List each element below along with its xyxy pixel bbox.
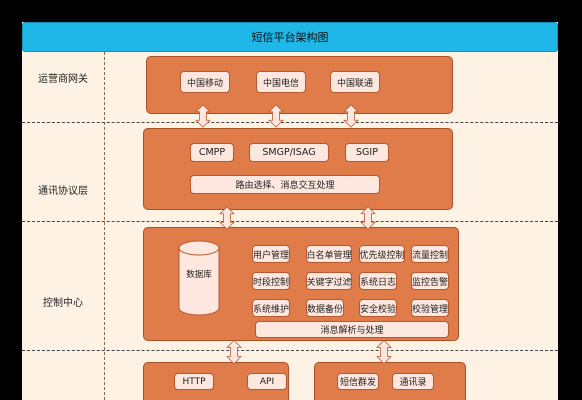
module-time-control: 时段控制 <box>252 272 290 290</box>
connector-arrows <box>195 104 392 365</box>
application-panel: 短信群发 通讯录 <box>314 362 466 400</box>
arrow-telecom-protocol <box>268 104 284 128</box>
module-security-check: 安全校验 <box>359 299 397 317</box>
module-system-maintenance: 系统维护 <box>252 299 290 317</box>
message-parse-block: 消息解析与处理 <box>255 321 449 338</box>
arrow-protocol-control-right <box>360 206 376 230</box>
module-monitor-alert: 监控告警 <box>411 272 449 290</box>
interface-http: HTTP <box>174 373 214 390</box>
arrow-mobile-protocol <box>195 104 211 128</box>
module-user-management: 用户管理 <box>252 245 290 263</box>
module-whitelist-management: 白名单管理 <box>306 245 352 263</box>
app-contacts: 通讯录 <box>392 373 434 390</box>
layer-label-operator: 运营商网关 <box>38 74 88 85</box>
protocol-smgp-isag: SMGP/ISAG <box>249 143 329 162</box>
gateway-china-unicom: 中国联通 <box>330 71 380 93</box>
layer-label-protocol: 通讯协议层 <box>38 186 88 197</box>
module-priority-control: 优先级控制 <box>359 245 405 263</box>
arrow-control-application <box>376 339 392 365</box>
protocol-cmpp: CMPP <box>190 143 234 162</box>
routing-block: 路由选择、消息交互处理 <box>190 175 380 194</box>
layer-label-control: 控制中心 <box>43 298 83 309</box>
module-check-management: 校验管理 <box>411 299 449 317</box>
gateway-china-mobile: 中国移动 <box>180 71 230 93</box>
database-label-wrap: 数据库 <box>178 240 220 316</box>
interface-panel: HTTP API <box>143 362 289 400</box>
module-system-log: 系统日志 <box>359 272 397 290</box>
database-icon <box>178 240 220 316</box>
layer-divider <box>22 122 558 123</box>
protocol-sgip: SGIP <box>345 143 389 162</box>
arrow-unicom-protocol <box>343 104 359 128</box>
layer-divider <box>22 221 558 222</box>
architecture-diagram: 短信平台架构图 运营商网关 通讯协议层 控制中心 中国移动 中国电信 中国联通 … <box>22 22 558 400</box>
operator-gateway-panel: 中国移动 中国电信 中国联通 <box>146 56 453 114</box>
diagram-title: 短信平台架构图 <box>22 22 558 52</box>
module-keyword-filter: 关键字过滤 <box>306 272 352 290</box>
layer-label-column <box>22 52 105 400</box>
app-bulk-sms: 短信群发 <box>337 373 379 390</box>
module-data-backup: 数据备份 <box>306 299 344 317</box>
arrow-protocol-control-left <box>219 206 235 230</box>
arrow-control-interface <box>226 339 242 365</box>
layer-divider <box>22 350 558 351</box>
module-traffic-control: 流量控制 <box>411 245 449 263</box>
database-label: 数据库 <box>186 270 212 280</box>
protocol-panel: CMPP SMGP/ISAG SGIP 路由选择、消息交互处理 <box>143 128 453 210</box>
gateway-china-telecom: 中国电信 <box>256 71 306 93</box>
interface-api: API <box>247 373 287 390</box>
